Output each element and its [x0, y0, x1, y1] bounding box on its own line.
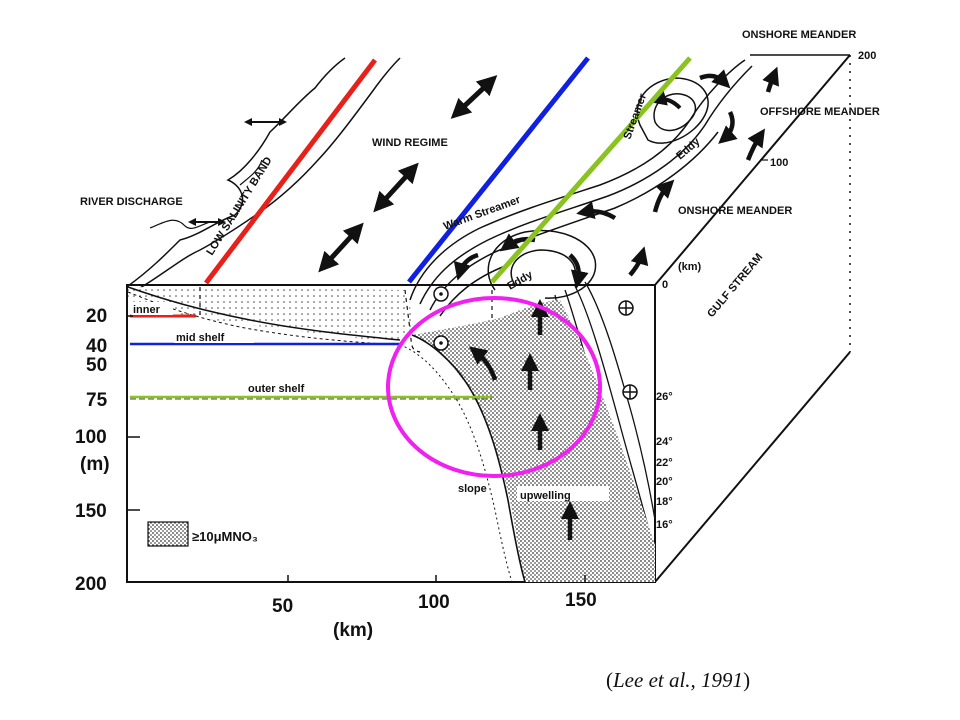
distance-unit: (km) [333, 620, 373, 641]
right-tick-200: 200 [858, 50, 876, 62]
label-outer-shelf: outer shelf [248, 383, 305, 395]
label-eddy-bottom: Eddy [506, 268, 536, 292]
depth-tick-150: 150 [75, 501, 107, 522]
outer-region-line [490, 56, 692, 284]
distance-tick-150: 150 [565, 590, 597, 611]
citation: (Lee et al., 1991) [606, 668, 751, 692]
label-mid-shelf: mid shelf [176, 332, 225, 344]
temp-26: 26° [656, 391, 673, 403]
citation-text: Lee et al., 1991 [613, 668, 744, 692]
shelf-profile [127, 286, 655, 583]
inner-region-line [204, 58, 377, 285]
upwelling-arrows [468, 299, 579, 540]
temp-24: 24° [656, 436, 673, 448]
depth-axis: 20 40 50 75 100 150 200 (m) [75, 306, 140, 595]
legend: ≥10μMNO₃ [147, 521, 258, 547]
depth-tick-75: 75 [86, 390, 108, 411]
label-onshore-meander-top: ONSHORE MEANDER [742, 29, 856, 41]
right-tick-100: 100 [770, 157, 788, 169]
depth-tick-200: 200 [75, 574, 107, 595]
label-river-discharge: RIVER DISCHARGE [80, 196, 183, 208]
highlight-circle [386, 296, 602, 478]
depth-tick-50: 50 [86, 355, 107, 376]
temp-20: 20° [656, 476, 673, 488]
flow-arrows [453, 66, 780, 289]
block-outline [126, 54, 851, 583]
region-boundary-lines [130, 56, 692, 400]
depth-tick-100: 100 [75, 427, 107, 448]
distance-tick-50: 50 [272, 596, 293, 617]
label-slope: slope [458, 483, 487, 495]
coastline [127, 57, 401, 289]
temp-18: 18° [656, 496, 673, 508]
depth-unit: (m) [80, 454, 110, 475]
label-upwelling: upwelling [520, 490, 571, 502]
distance-tick-100: 100 [418, 592, 450, 613]
legend-swatch [147, 521, 189, 547]
right-axis-unit: (km) [678, 261, 702, 273]
temp-16: 16° [656, 519, 673, 531]
flow-symbols [433, 286, 638, 400]
label-onshore-meander-mid: ONSHORE MEANDER [678, 205, 792, 217]
temperature-labels: 26° 24° 22° 20° 18° 16° [656, 391, 673, 531]
distance-axis: 50 100 150 (km) [272, 575, 597, 641]
temp-22: 22° [656, 457, 673, 469]
right-axis: 200 100 0 (km) [662, 50, 876, 291]
legend-label: ≥10μMNO₃ [192, 529, 258, 544]
label-inner: inner [133, 304, 161, 316]
section-labels: inner mid shelf outer shelf slope upwell… [131, 302, 609, 502]
surface-labels: ONSHORE MEANDER OFFSHORE MEANDER ONSHORE… [80, 29, 880, 320]
depth-tick-20: 20 [86, 306, 107, 327]
label-offshore-meander: OFFSHORE MEANDER [760, 106, 880, 118]
mid-region-line [407, 56, 590, 284]
depth-tick-40: 40 [86, 336, 107, 357]
label-gulf-stream: GULF STREAM [705, 251, 765, 320]
label-wind-regime: WIND REGIME [372, 137, 448, 149]
right-tick-0: 0 [662, 279, 668, 291]
wind-arrows [188, 75, 498, 273]
